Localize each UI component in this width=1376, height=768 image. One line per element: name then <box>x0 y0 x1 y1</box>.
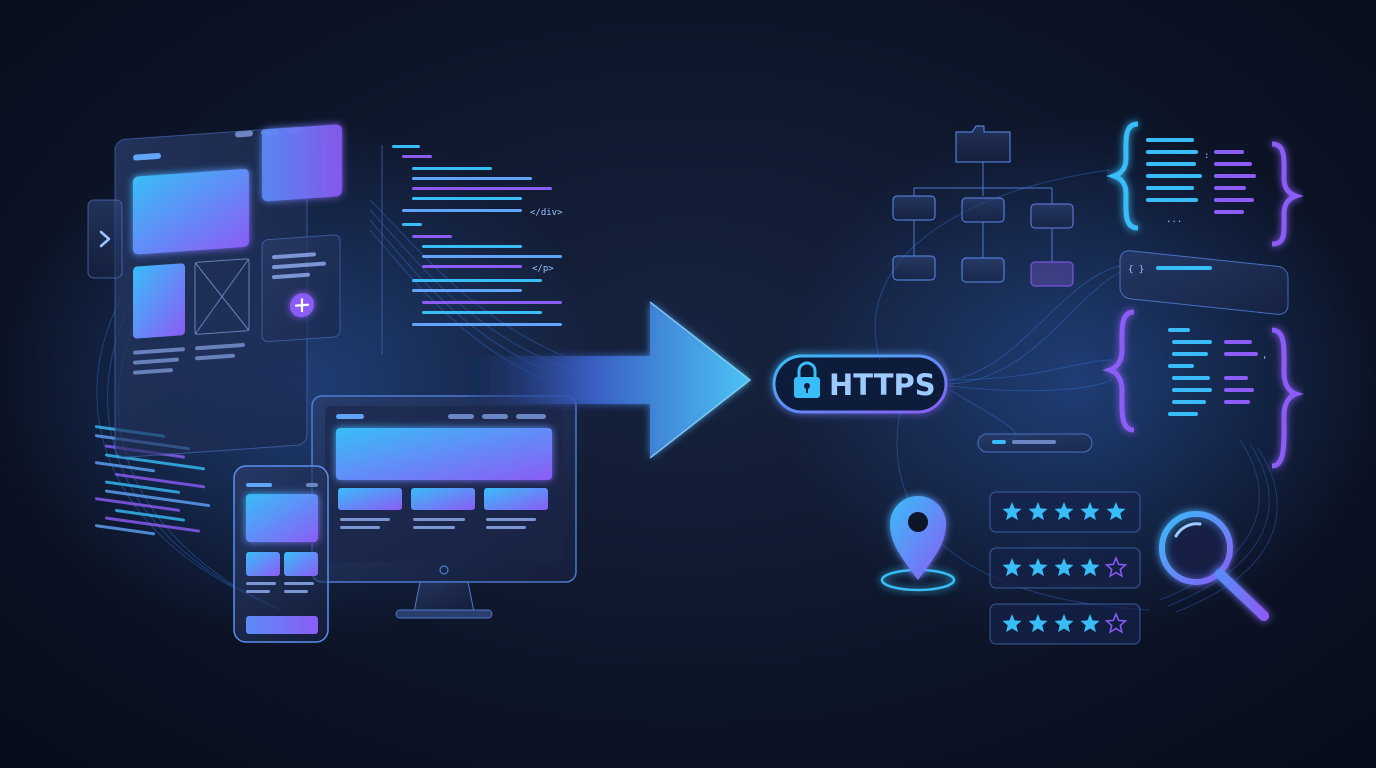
wireframe-left-block <box>133 263 185 339</box>
code-editor-snippet: </div> </p> <box>381 145 563 355</box>
floating-card-violet <box>262 124 342 202</box>
rating-row <box>989 547 1141 589</box>
star-icon <box>1028 502 1048 521</box>
monitor-hero-block <box>336 428 552 480</box>
star-icon <box>1054 614 1074 633</box>
json-top-ellipsis: ... <box>1166 215 1182 225</box>
star-icon <box>1080 502 1100 521</box>
star-icon <box>1106 502 1126 521</box>
star-icon <box>1104 612 1128 634</box>
phone-hero-block <box>246 494 318 542</box>
code-close-p: </p> <box>532 264 554 274</box>
folder-icon <box>955 125 1011 163</box>
json-block-lower: , <box>1102 309 1304 469</box>
star-icon <box>1028 558 1048 577</box>
star-icon <box>1002 502 1022 521</box>
image-placeholder-icon <box>194 258 250 335</box>
star-icon <box>1104 556 1128 578</box>
rating-row <box>989 603 1141 645</box>
swirl-lines-right <box>1159 439 1278 613</box>
lock-icon <box>794 361 820 398</box>
floating-add-card <box>261 234 341 343</box>
star-icon <box>1080 614 1100 633</box>
rating-list <box>989 491 1141 645</box>
breadcrumb-braces: { } <box>1128 265 1144 275</box>
json-lower-comma: , <box>1262 351 1267 361</box>
json-top-colon: : <box>1204 151 1209 161</box>
star-icon <box>1028 614 1048 633</box>
sitemap-tree <box>892 125 1074 287</box>
connector-lines-right <box>874 169 1151 611</box>
desktop-monitor <box>311 395 577 619</box>
workflow-arrow <box>470 301 752 459</box>
star-icon <box>1002 614 1022 633</box>
monitor-stand <box>413 581 475 613</box>
https-label: HTTPS <box>829 368 936 402</box>
star-icon <box>1002 558 1022 577</box>
json-block-top: : ... <box>1106 121 1304 247</box>
breadcrumb-bar: { } <box>1119 250 1289 315</box>
code-close-div: </div> <box>530 208 563 218</box>
rating-row <box>989 491 1141 533</box>
magnifier-icon <box>1159 511 1269 621</box>
side-tab <box>87 199 123 279</box>
wireframe-hero-block <box>133 168 249 255</box>
star-icon <box>1080 558 1100 577</box>
mobile-phone <box>233 465 329 643</box>
small-pill <box>977 433 1093 453</box>
star-icon <box>1054 502 1074 521</box>
star-icon <box>1054 558 1074 577</box>
https-badge: HTTPS <box>772 354 948 414</box>
map-pin-icon <box>880 496 956 592</box>
chevron-right-icon <box>99 230 111 248</box>
